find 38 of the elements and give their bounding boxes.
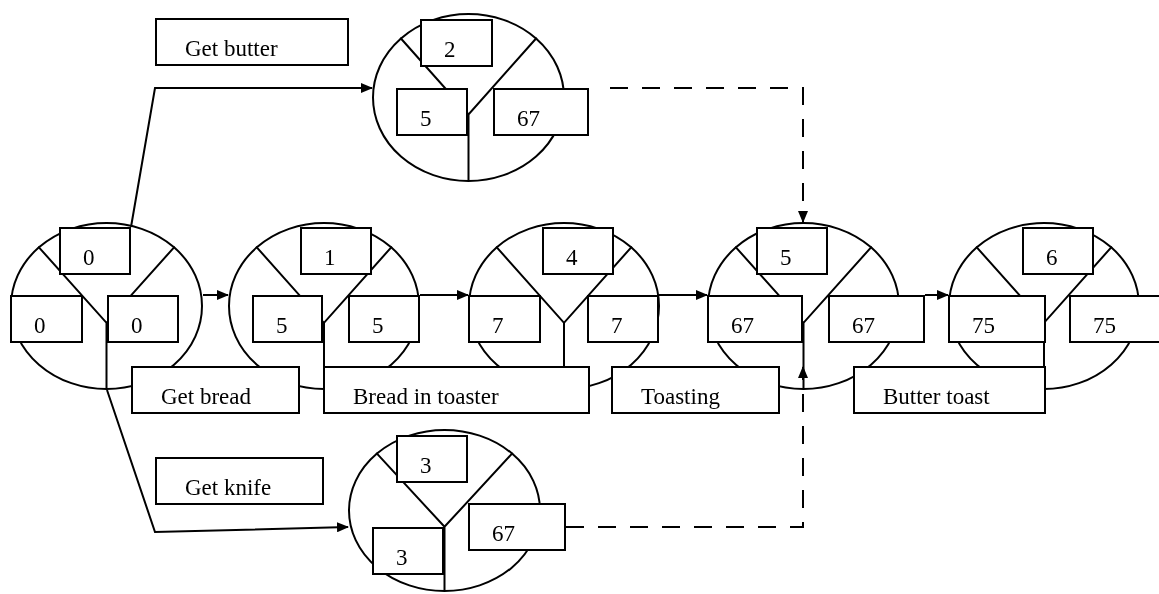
earliest-time: 3 [372, 527, 444, 575]
earliest-time: 75 [948, 295, 1046, 343]
activity-label: Toasting [611, 366, 780, 414]
activity-label: Get knife [155, 457, 324, 505]
arrow [658, 290, 708, 300]
latest-time: 7 [587, 295, 659, 343]
latest-time: 67 [828, 295, 925, 343]
latest-time: 75 [1069, 295, 1159, 343]
latest-time: 67 [468, 503, 566, 551]
arrow [924, 290, 949, 300]
activity-label: Get bread [131, 366, 300, 414]
activity-number: 2 [420, 19, 493, 67]
event-circle [468, 222, 660, 390]
activity-number: 5 [756, 227, 828, 275]
event-circle [228, 222, 420, 390]
latest-time: 5 [348, 295, 420, 343]
arrow [106, 389, 349, 533]
earliest-time: 5 [396, 88, 468, 136]
activity-number: 1 [300, 227, 372, 275]
activity-label: Butter toast [853, 366, 1046, 414]
dummy-arrow [565, 366, 808, 528]
latest-time: 67 [493, 88, 589, 136]
arrow [130, 83, 373, 228]
activity-number: 0 [59, 227, 131, 275]
event-circle [10, 222, 203, 390]
activity-label: Bread in toaster [323, 366, 590, 414]
earliest-time: 7 [468, 295, 541, 343]
dummy-arrow [609, 87, 808, 223]
activity-label: Get butter [155, 18, 349, 66]
activity-number: 3 [396, 435, 468, 483]
activity-number: 4 [542, 227, 614, 275]
earliest-time: 5 [252, 295, 323, 343]
arrow [419, 290, 469, 300]
earliest-time: 0 [10, 295, 83, 343]
activity-number: 6 [1022, 227, 1094, 275]
arrow [202, 290, 229, 300]
latest-time: 0 [107, 295, 179, 343]
earliest-time: 67 [707, 295, 803, 343]
